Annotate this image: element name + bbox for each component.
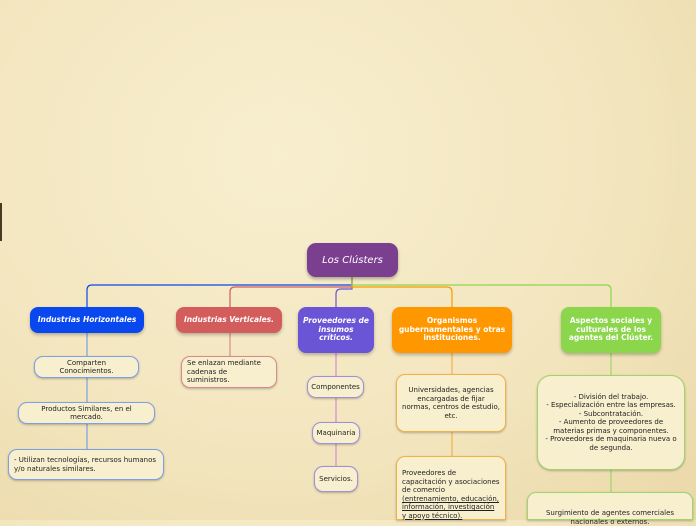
root-node[interactable]: Los Clústers	[307, 243, 398, 277]
leaf-utilizan-tecnologias[interactable]: - Utilizan tecnologías, recursos humanos…	[8, 449, 164, 480]
leaf-text: Comparten Conocimientos.	[59, 358, 114, 376]
connector-root-verticales	[229, 277, 353, 307]
leaf-agentes-comerciales[interactable]: Surgimiento de agentes comerciales nacio…	[527, 492, 693, 526]
branch-industrias-verticales[interactable]: Industrias Verticales.	[176, 307, 282, 333]
connector-root-aspectos	[351, 277, 612, 307]
branch-organismos[interactable]: Organismos gubernamentales y otras insti…	[392, 307, 512, 353]
left-edge-marker	[0, 203, 2, 241]
leaf-line: - Especialización entre las empresas.	[546, 401, 676, 410]
leaf-text: Componentes	[311, 382, 360, 391]
branch-aspectos-sociales[interactable]: Aspectos sociales y culturales de los ag…	[561, 307, 661, 353]
leaf-proveedores-capacitacion[interactable]: Proveedores de capacitación y asociacion…	[396, 456, 506, 520]
root-title: Los Clústers	[322, 254, 383, 266]
leaf-text: - Utilizan tecnologías, recursos humanos…	[14, 456, 157, 473]
leaf-text: Universidades, agencias encargadas de fi…	[402, 386, 500, 420]
leaf-productos-similares[interactable]: Productos Similares, en el mercado.	[18, 402, 155, 424]
leaf-cadenas-suministros[interactable]: Se enlazan mediante cadenas de suministr…	[181, 356, 277, 388]
leaf-comparten-conocimientos[interactable]: Comparten Conocimientos.	[34, 356, 139, 378]
branch-title: Proveedores de insumos críticos.	[302, 316, 370, 343]
branch-title: Organismos gubernamentales y otras insti…	[398, 316, 506, 343]
branch-title: Industrias Verticales.	[184, 314, 274, 324]
leaf-text-main: Proveedores de capacitación y asociacion…	[402, 469, 500, 494]
leaf-line: - Subcontratación.	[578, 409, 644, 418]
leaf-universidades[interactable]: Universidades, agencias encargadas de fi…	[396, 374, 506, 432]
leaf-text: Maquinaria	[316, 428, 356, 437]
leaf-division-trabajo[interactable]: - División del trabajo. - Especializació…	[537, 375, 685, 470]
leaf-text: Productos Similares, en el mercado.	[41, 404, 132, 422]
leaf-line: - Proveedores de maquinaria nueva o de s…	[545, 435, 677, 452]
branch-title: Industrias Horizontales	[37, 314, 137, 324]
leaf-text: Servicios.	[319, 474, 353, 483]
leaf-text: Se enlazan mediante cadenas de suministr…	[187, 359, 261, 385]
leaf-text: Surgimiento de agentes comerciales nacio…	[545, 509, 675, 526]
branch-industrias-horizontales[interactable]: Industrias Horizontales	[30, 307, 144, 333]
leaf-servicios[interactable]: Servicios.	[314, 466, 358, 492]
branch-title: Aspectos sociales y culturales de los ag…	[568, 316, 654, 343]
leaf-maquinaria[interactable]: Maquinaria	[312, 422, 360, 444]
leaf-line: - Aumento de proveedores de materias pri…	[553, 418, 669, 435]
leaf-text: Proveedores de capacitación y asociacion…	[402, 469, 500, 520]
leaf-text-underlined: (entrenamiento, educación, información, …	[402, 494, 500, 520]
connector-root-horizontales	[86, 277, 353, 307]
leaf-line: - División del trabajo.	[573, 392, 649, 401]
leaf-componentes[interactable]: Componentes	[307, 376, 364, 398]
connector-root-proveedores	[335, 277, 353, 307]
connector-root-organismos	[351, 277, 453, 307]
branch-proveedores-insumos[interactable]: Proveedores de insumos críticos.	[298, 307, 374, 353]
